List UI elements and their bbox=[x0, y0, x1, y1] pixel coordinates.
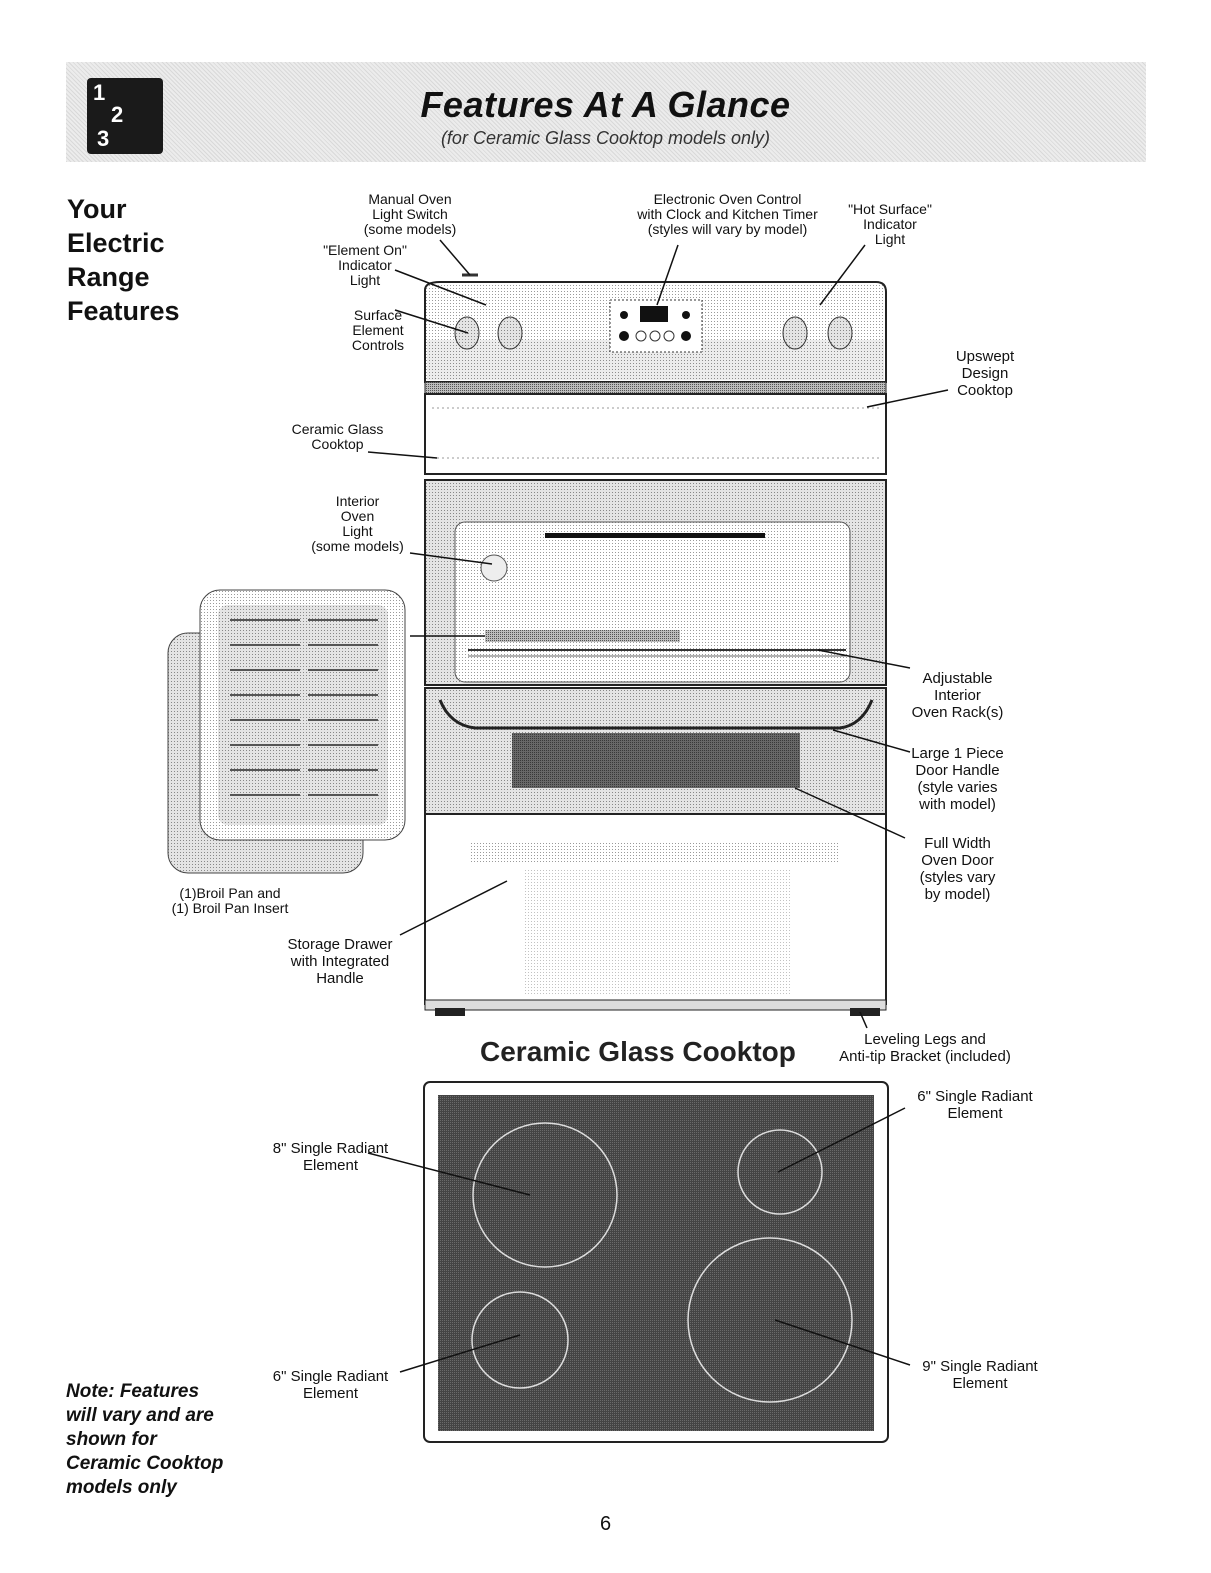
cooktop-section-title: Ceramic Glass Cooktop bbox=[480, 1036, 796, 1067]
leveling-leg bbox=[435, 1008, 465, 1016]
surface-knob bbox=[497, 316, 523, 350]
element-8in bbox=[472, 1122, 618, 1268]
storage-drawer bbox=[424, 813, 887, 1016]
step-digit-3: 3 bbox=[97, 126, 110, 151]
control-panel bbox=[424, 273, 887, 383]
step-digit-2: 2 bbox=[111, 102, 124, 127]
leveling-leg bbox=[850, 1008, 880, 1016]
door-handle bbox=[438, 699, 874, 730]
display-icon bbox=[640, 306, 668, 322]
side-title: Your Electric Range Features bbox=[67, 192, 180, 328]
cooktop-top-view bbox=[423, 1081, 889, 1443]
leader-lines bbox=[367, 239, 949, 1373]
oven-door bbox=[424, 687, 887, 815]
page-subtitle: (for Ceramic Glass Cooktop models only) bbox=[440, 128, 771, 148]
header-band bbox=[66, 62, 1146, 162]
broil-pan bbox=[167, 589, 406, 874]
label-broil-pan: (1)Broil Pan and(1) Broil Pan Insert bbox=[171, 885, 289, 916]
element-6in-rear bbox=[737, 1129, 823, 1215]
element-9in bbox=[687, 1237, 853, 1403]
side-title-line: Your bbox=[67, 194, 127, 224]
surface-knob bbox=[827, 316, 853, 350]
side-title-line: Range bbox=[67, 262, 150, 292]
oven-light-icon bbox=[480, 554, 508, 582]
side-title-line: Features bbox=[67, 296, 180, 326]
steps-icon: 1 2 3 bbox=[87, 78, 163, 154]
cooktop-band bbox=[424, 381, 887, 475]
oven-cavity bbox=[424, 479, 887, 686]
surface-knob bbox=[782, 316, 808, 350]
page-title: Features At A Glance bbox=[420, 84, 791, 125]
page-number: 6 bbox=[599, 1513, 612, 1535]
side-title-line: Electric bbox=[67, 228, 165, 258]
step-digit-1: 1 bbox=[93, 80, 106, 105]
element-6in-front bbox=[471, 1291, 569, 1389]
